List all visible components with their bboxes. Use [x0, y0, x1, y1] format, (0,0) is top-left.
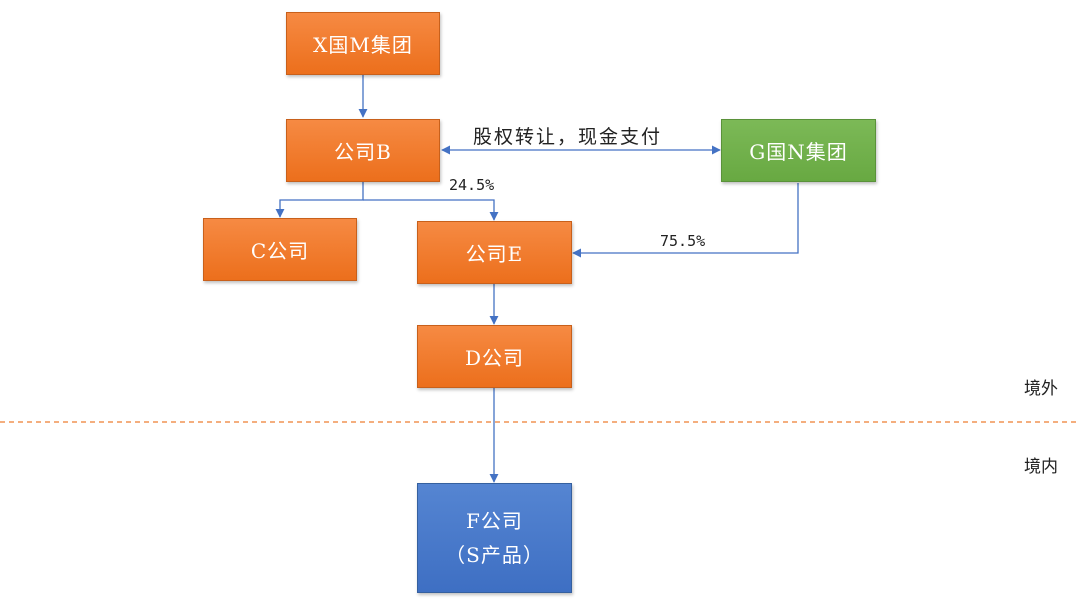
equity-transfer-label: 股权转让，现金支付 [473, 126, 663, 148]
node-company-b-label: 公司B [334, 140, 392, 164]
g-share-label: 75.5% [660, 232, 706, 250]
node-x-group: X国M集团 [286, 12, 440, 75]
connector-b-to-e [363, 199, 499, 221]
b-share-label: 24.5% [449, 176, 495, 194]
node-company-f-product: （S产品） [445, 543, 544, 567]
node-company-f: F公司 （S产品） [417, 483, 572, 593]
node-company-f-label: F公司 [466, 509, 523, 533]
connector-b-to-c [275, 182, 364, 218]
node-company-c: C公司 [203, 218, 357, 281]
overseas-zone-label: 境外 [1024, 379, 1058, 399]
node-company-e: 公司E [417, 221, 572, 284]
node-company-d-label: D公司 [464, 346, 525, 370]
domestic-zone-label: 境内 [1024, 457, 1058, 477]
node-g-group-label: G国N集团 [749, 140, 848, 164]
node-x-group-label: X国M集团 [313, 33, 413, 57]
node-company-c-label: C公司 [250, 239, 310, 263]
node-g-group: G国N集团 [721, 119, 876, 182]
connector-g-to-e [572, 183, 799, 258]
node-company-b: 公司B [286, 119, 440, 182]
node-company-e-label: 公司E [465, 242, 524, 266]
node-company-d: D公司 [417, 325, 572, 388]
